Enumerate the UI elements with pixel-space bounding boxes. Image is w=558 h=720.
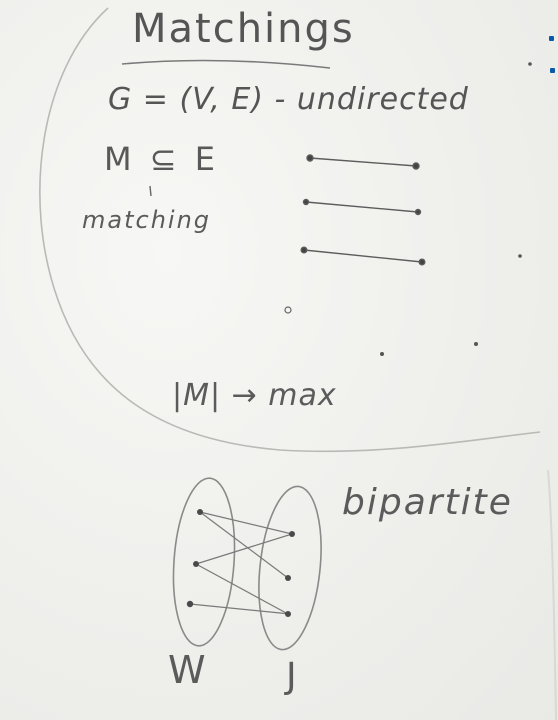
left-vertex (197, 509, 203, 515)
matching-label: matching (82, 206, 212, 234)
matching-edge (303, 249, 423, 263)
matching-edges (300, 154, 426, 266)
left-set-label: W (168, 648, 207, 692)
matching-subset: M ⊆ E (104, 140, 219, 178)
marker-dot (550, 68, 555, 73)
tick-mark (149, 185, 152, 197)
board-edge (547, 469, 557, 720)
right-set-ellipse (258, 485, 322, 651)
isolated-vertex (518, 254, 522, 258)
marker-dot (549, 36, 554, 41)
edge-endpoint (302, 198, 310, 206)
bipartite-edge (189, 603, 291, 615)
edge-endpoint (418, 258, 426, 266)
left-set-ellipse (172, 477, 236, 647)
bipartite-label: bipartite (342, 482, 513, 523)
right-vertex (289, 531, 295, 537)
bipartite-vertices (186, 509, 295, 617)
bipartite-edge (199, 511, 289, 579)
isolated-vertex (474, 342, 478, 346)
graph-definition: G = (V, E) - undirected (108, 82, 469, 117)
objective-expression: |M| → max (172, 378, 337, 413)
matching-edge (309, 157, 417, 167)
bipartite-edge (195, 563, 289, 615)
left-vertex (193, 561, 199, 567)
left-vertex (186, 600, 194, 608)
isolated-vertex (528, 62, 532, 66)
isolated-vertex (380, 352, 384, 356)
title-underline (121, 59, 331, 69)
edge-endpoint (414, 208, 422, 216)
matching-edge (305, 201, 419, 213)
edge-endpoint (306, 154, 314, 162)
edge-endpoint (300, 246, 308, 254)
right-set-label: J (286, 656, 298, 697)
bipartite-edge (199, 511, 293, 535)
isolated-vertices (284, 62, 532, 356)
enclosing-curve (39, 7, 541, 453)
isolated-vertex (284, 306, 292, 314)
right-vertex (285, 575, 291, 581)
bipartite-edge (195, 533, 293, 565)
bipartite-edges (189, 511, 293, 615)
edge-endpoint (412, 162, 420, 170)
board-title: Matchings (132, 6, 355, 52)
right-vertex (285, 611, 291, 617)
